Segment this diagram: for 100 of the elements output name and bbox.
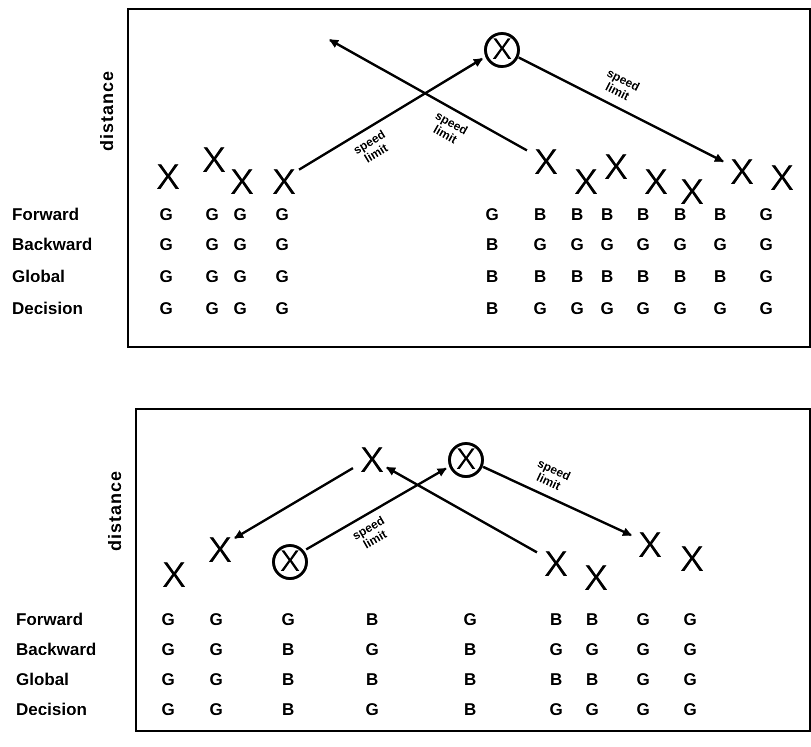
grade-letter: G xyxy=(366,640,379,660)
grade-letter: G xyxy=(282,610,295,630)
row-label: Backward xyxy=(16,640,96,660)
grade-letter: B xyxy=(601,267,614,287)
grade-letter: G xyxy=(162,670,175,690)
grade-letter: G xyxy=(760,235,773,255)
grade-letter: G xyxy=(162,610,175,630)
x-marker: X xyxy=(727,156,757,188)
x-marker: X xyxy=(677,176,707,208)
grade-letter: B xyxy=(464,670,476,690)
grade-letter: B xyxy=(464,700,476,720)
circled-x-marker: X xyxy=(484,32,520,68)
grade-letter: G xyxy=(674,299,687,319)
row-label: Forward xyxy=(16,610,84,630)
grade-letter: B xyxy=(282,700,294,720)
x-marker: X xyxy=(357,444,387,476)
grade-letter: B xyxy=(534,267,546,287)
grade-letter: G xyxy=(760,299,773,319)
grade-letter: G xyxy=(534,299,547,319)
grade-letter: G xyxy=(234,205,247,225)
x-marker: X xyxy=(205,534,235,566)
grade-letter: G xyxy=(636,235,650,255)
grade-letter: G xyxy=(234,235,247,255)
x-marker: X xyxy=(227,166,257,198)
grade-letter: G xyxy=(550,700,563,720)
grade-letter: G xyxy=(276,267,289,287)
grade-letter: G xyxy=(206,299,219,319)
grade-letter: B xyxy=(714,205,726,225)
grade-letter: B xyxy=(534,205,546,225)
grade-letter: G xyxy=(276,299,289,319)
grade-letter: G xyxy=(684,670,697,690)
grade-letter: G xyxy=(636,640,650,660)
grade-letter: G xyxy=(684,610,697,630)
grade-letter: G xyxy=(684,640,697,660)
grade-letter: G xyxy=(276,235,289,255)
x-marker: X xyxy=(601,151,631,183)
grade-letter: G xyxy=(366,700,379,720)
grade-letter: G xyxy=(210,640,223,660)
grade-letter: G xyxy=(570,235,584,255)
grade-letter: G xyxy=(206,267,219,287)
grade-letter: G xyxy=(636,299,650,319)
grade-letter: G xyxy=(636,700,650,720)
x-marker: X xyxy=(153,161,183,193)
grade-letter: B xyxy=(282,640,294,660)
grade-letter: B xyxy=(586,670,598,690)
grade-letter: G xyxy=(714,299,727,319)
x-marker: X xyxy=(531,146,561,178)
arrow xyxy=(386,466,538,554)
x-marker: X xyxy=(581,562,611,594)
arrow xyxy=(329,38,528,152)
grade-letter: G xyxy=(234,299,247,319)
grade-letter: G xyxy=(234,267,247,287)
grade-letter: G xyxy=(276,205,289,225)
grade-letter: B xyxy=(714,267,726,287)
row-label: Global xyxy=(16,670,69,690)
circled-x-marker: X xyxy=(272,544,308,580)
grade-letter: B xyxy=(550,670,562,690)
x-marker: X xyxy=(269,166,299,198)
grade-letter: G xyxy=(486,205,499,225)
grade-letter: G xyxy=(674,235,687,255)
grade-letter: G xyxy=(162,700,175,720)
grade-letter: B xyxy=(637,267,650,287)
grade-letter: G xyxy=(464,610,477,630)
grade-letter: B xyxy=(550,610,562,630)
grade-letter: G xyxy=(570,299,584,319)
grade-letter: B xyxy=(637,205,650,225)
grade-letter: G xyxy=(210,670,223,690)
x-marker: X xyxy=(541,548,571,580)
grade-letter: G xyxy=(636,610,650,630)
grade-letter: G xyxy=(160,267,173,287)
arrow xyxy=(234,466,354,540)
x-marker: X xyxy=(767,162,797,194)
grade-letter: G xyxy=(636,670,650,690)
grade-letter: B xyxy=(586,610,598,630)
grade-letter: B xyxy=(571,205,584,225)
grade-letter: G xyxy=(162,640,175,660)
grade-letter: G xyxy=(210,610,223,630)
arrow xyxy=(298,58,483,171)
grade-letter: G xyxy=(600,235,614,255)
grade-letter: G xyxy=(160,235,173,255)
axis-label: distance xyxy=(105,470,126,552)
edge-label: speed limit xyxy=(532,456,574,496)
grade-letter: G xyxy=(210,700,223,720)
x-marker: X xyxy=(159,559,189,591)
grade-letter: B xyxy=(674,205,686,225)
x-marker: X xyxy=(199,144,229,176)
grade-letter: B xyxy=(486,299,498,319)
grade-letter: B xyxy=(674,267,686,287)
row-label: Global xyxy=(12,267,65,287)
row-label: Forward xyxy=(12,205,80,225)
grade-letter: G xyxy=(534,235,547,255)
grade-letter: G xyxy=(600,299,614,319)
circled-x-marker: X xyxy=(448,442,484,478)
grade-letter: G xyxy=(586,640,599,660)
grade-letter: B xyxy=(282,670,294,690)
grade-letter: G xyxy=(586,700,599,720)
arrow xyxy=(306,467,447,551)
grade-letter: G xyxy=(160,299,173,319)
row-label: Decision xyxy=(12,299,83,319)
x-marker: X xyxy=(571,166,601,198)
